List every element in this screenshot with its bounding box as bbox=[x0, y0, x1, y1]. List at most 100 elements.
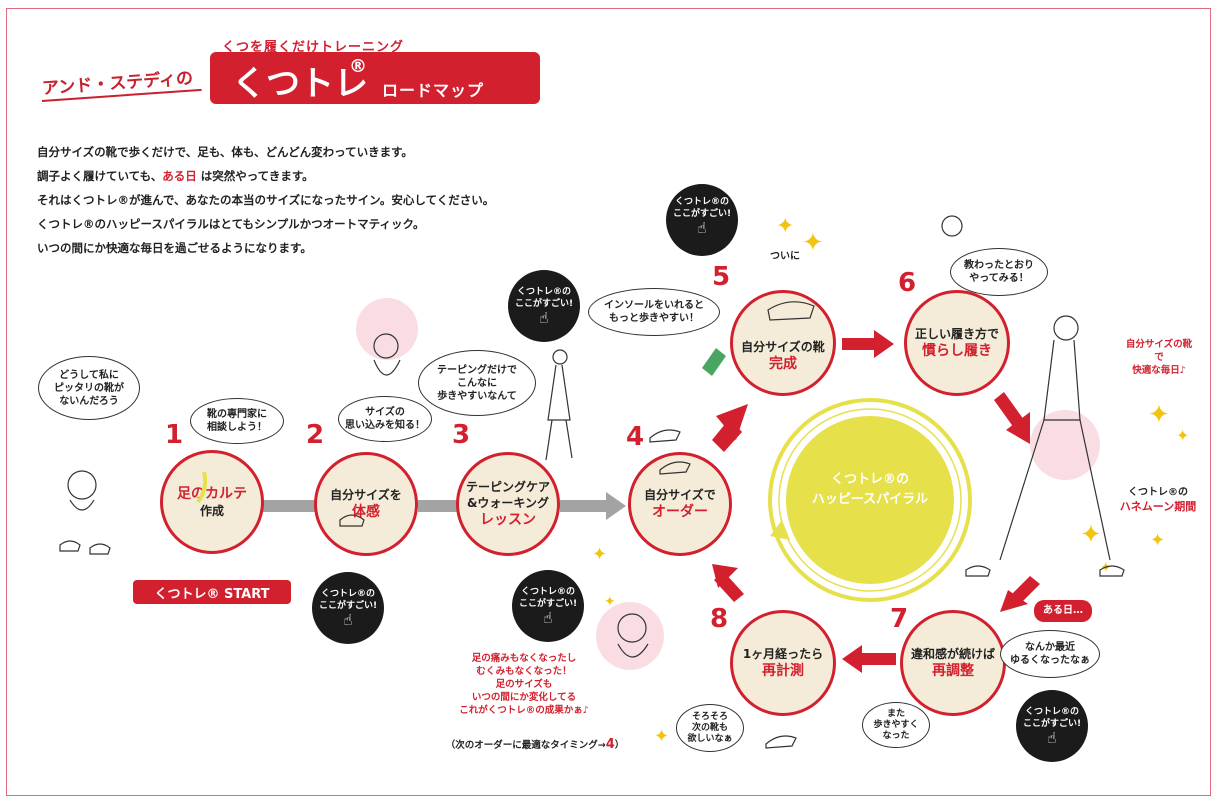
sparkle-icon: ✦ bbox=[802, 228, 824, 258]
aruhi-tag: ある日… bbox=[1034, 600, 1092, 622]
step-5-number: 5 bbox=[712, 262, 731, 292]
step-7-number: 7 bbox=[890, 604, 909, 634]
connector-2-3 bbox=[418, 500, 458, 512]
step-3-number: 3 bbox=[452, 420, 471, 450]
sparkle-icon: ✦ bbox=[592, 544, 608, 565]
page-title: くつトレ bbox=[232, 64, 368, 104]
step-6-highlight: 慣らし履き bbox=[922, 343, 992, 359]
start-badge: くつトレ® START bbox=[133, 580, 291, 604]
arrow-6-honeymoon bbox=[994, 392, 1024, 428]
special-badge-line-1: くつトレ®の bbox=[1024, 707, 1079, 717]
special-badge-line-2: ここがすごい! bbox=[672, 209, 732, 219]
step-3-circle: テーピングケア &ウォーキング レッスン bbox=[456, 452, 560, 556]
pointing-hand-icon: ☝ bbox=[343, 611, 353, 629]
special-badge: くつトレ®の ここがすごい! ☝ bbox=[1016, 690, 1088, 762]
intro-text: 自分サイズの靴で歩くだけで、足も、体も、どんどん変わっていきます。 調子よく履け… bbox=[37, 140, 597, 260]
header-subtitle: くつを履くだけトレーニング bbox=[222, 40, 405, 55]
person-illustration bbox=[67, 215, 1111, 658]
sparkle-icon: ✦ bbox=[654, 726, 670, 747]
speech-bubble: 教わったとおり やってみる！ bbox=[950, 248, 1048, 296]
special-badge-line-1: くつトレ®の bbox=[516, 287, 571, 297]
step-6-number: 6 bbox=[898, 268, 917, 298]
page-frame bbox=[6, 8, 1211, 796]
pointing-hand-icon: ☝ bbox=[697, 219, 707, 237]
connector-arrowhead bbox=[606, 492, 626, 520]
page-title-suffix: ロードマップ bbox=[382, 81, 485, 100]
speech-bubble: サイズの 思い込みを知る！ bbox=[338, 396, 432, 442]
special-badge-line-1: くつトレ®の bbox=[520, 587, 575, 597]
step-4-circle: 自分サイズで オーダー bbox=[628, 452, 732, 556]
step-6-text: 正しい履き方で bbox=[914, 327, 999, 341]
step-5-text: 自分サイズの靴 bbox=[741, 340, 825, 354]
sparkle-icon: ✦ bbox=[604, 594, 616, 610]
step-5-highlight: 完成 bbox=[769, 356, 797, 372]
cycle-arrows bbox=[712, 330, 1040, 673]
step-4-highlight: オーダー bbox=[652, 504, 708, 520]
taping-mark bbox=[196, 471, 208, 504]
sparkle-icon: ✦ bbox=[1100, 560, 1112, 576]
effect-note: 足の痛みもなくなったし むくみもなくなった！ 足のサイズも いつの間にか変化して… bbox=[459, 653, 589, 716]
step-2-circle: 自分サイズを 体感 bbox=[314, 452, 418, 556]
step-8-circle: 1ヶ月経ったら 再計測 bbox=[730, 610, 836, 716]
step-6-circle: 正しい履き方で 慣らし履き bbox=[904, 290, 1010, 396]
special-badge-line-2: ここがすごい! bbox=[518, 599, 578, 609]
sparkle-icon: ✦ bbox=[776, 214, 795, 239]
spiral-center-text: くつトレ®の ハッピースパイラル bbox=[786, 470, 954, 510]
connector-3-4 bbox=[560, 500, 608, 512]
spiral-inner bbox=[778, 408, 962, 592]
pink-disc bbox=[596, 602, 664, 670]
insole-icon bbox=[702, 348, 726, 376]
special-badge: くつトレ®の ここがすごい! ☝ bbox=[312, 572, 384, 644]
next-timing-step: 4 bbox=[605, 737, 615, 752]
pointing-hand-icon: ☝ bbox=[539, 309, 549, 327]
speech-bubble: 靴の専門家に 相談しよう！ bbox=[190, 398, 284, 444]
sparkle-icon: ✦ bbox=[1150, 530, 1166, 551]
pointing-hand-icon: ☝ bbox=[543, 609, 553, 627]
special-badge: くつトレ®の ここがすごい! ☝ bbox=[508, 270, 580, 342]
pink-disc bbox=[1030, 410, 1100, 480]
step-1-title: 足のカルテ bbox=[177, 486, 247, 502]
step-3-highlight: レッスン bbox=[480, 512, 536, 528]
spiral-arrowhead bbox=[770, 520, 790, 540]
step-4-text: 自分サイズで bbox=[644, 488, 716, 502]
step-7-text: 違和感が続けば bbox=[910, 647, 995, 661]
tsuini-label: ついに bbox=[770, 251, 800, 262]
honeymoon-label: くつトレ®の bbox=[1128, 487, 1188, 498]
next-timing-note: （次のオーダーに最適なタイミング→4） bbox=[430, 738, 640, 753]
special-badge-line-2: ここがすごい! bbox=[1022, 719, 1082, 729]
spiral-center-line-1: くつトレ®の bbox=[830, 472, 909, 487]
arrow-7-8 bbox=[860, 653, 896, 665]
spiral-center-line-2: ハッピースパイラル bbox=[811, 492, 929, 507]
step-2-text: 自分サイズを bbox=[330, 488, 402, 502]
special-badge-line-2: ここがすごい! bbox=[318, 601, 378, 611]
registered-mark: ® bbox=[349, 56, 367, 77]
step-2-highlight: 体感 bbox=[352, 504, 380, 520]
speech-bubble: テーピングだけで こんなに 歩きやすいなんて bbox=[418, 350, 536, 416]
step-7-highlight: 再調整 bbox=[932, 663, 974, 679]
intro-line-1: 自分サイズの靴で歩くだけで、足も、体も、どんどん変わっていきます。 bbox=[37, 145, 413, 159]
title-box bbox=[210, 52, 540, 104]
step-1-number: 1 bbox=[165, 420, 184, 450]
step-3-text: テーピングケア bbox=[465, 480, 550, 494]
step-8-text: 1ヶ月経ったら bbox=[742, 647, 824, 661]
step-5-circle: 自分サイズの靴 完成 bbox=[730, 290, 836, 396]
next-timing-text: （次のオーダーに最適なタイミング→ bbox=[445, 740, 606, 751]
honeymoon-label-highlight: ハネムーン期間 bbox=[1119, 500, 1197, 513]
step-4-number: 4 bbox=[626, 422, 645, 452]
step-1-subtitle: 作成 bbox=[199, 504, 224, 518]
speech-bubble: なんか最近 ゆるくなったなぁ bbox=[1000, 630, 1100, 678]
step-8-number: 8 bbox=[710, 604, 729, 634]
intro-line-2: 調子よく履けていても、ある日 は突然やってきます。 bbox=[37, 164, 597, 188]
intro-line-3: それはくつトレ®が進んで、あなたの本当のサイズになったサイン。安心してください。 bbox=[37, 193, 495, 207]
speech-bubble: また 歩きやすく なった bbox=[862, 702, 930, 748]
step-8-highlight: 再計測 bbox=[762, 663, 804, 679]
speech-bubble: どうして私に ピッタリの靴が ないんだろう bbox=[38, 356, 140, 420]
sparkle-icon: ✦ bbox=[1176, 426, 1190, 445]
connector-1-2 bbox=[262, 500, 322, 512]
intro-line-5: いつの間にか快適な毎日を過ごせるようになります。 bbox=[37, 241, 312, 255]
special-badge-line-2: ここがすごい! bbox=[514, 299, 574, 309]
pointing-hand-icon: ☝ bbox=[1047, 729, 1057, 747]
arrow-5-6 bbox=[842, 338, 876, 350]
